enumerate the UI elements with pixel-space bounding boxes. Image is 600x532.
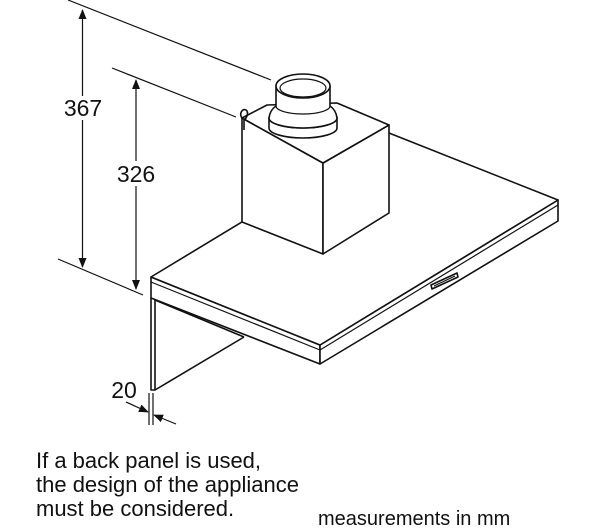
note-line: the design of the appliance [36,472,299,497]
dimension-326: 326 [117,79,155,290]
dimension-367: 367 [64,9,102,268]
note-line: must be considered. [36,496,235,521]
dimension-20: 20 [111,377,177,425]
control-slot [430,272,459,290]
extension-line-top [67,0,272,81]
dimension-label: 20 [111,377,137,403]
dimension-label: 367 [64,95,102,121]
extension-line-bottom [57,258,144,296]
units-caption: measurements in mm [318,508,511,530]
chimney-box [239,102,390,255]
extension-line-middle [111,67,237,118]
note-line: If a back panel is used, [36,448,262,473]
back-panel-note: If a back panel is used, the design of t… [36,449,299,521]
dimension-label: 326 [117,161,155,187]
air-duct [268,73,338,139]
